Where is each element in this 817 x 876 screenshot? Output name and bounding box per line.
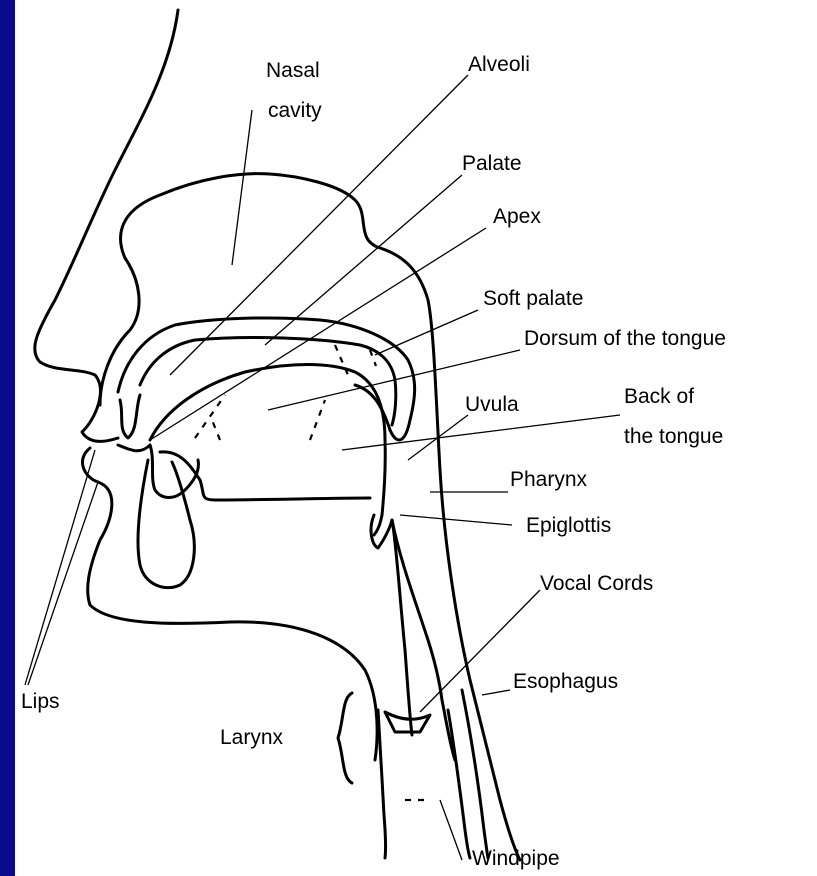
sublingual-gland-outline [138,460,194,588]
label-back-of-tongue-line1: Back of [624,385,694,409]
upper-teeth-outline [120,395,140,438]
leader-nasal-cavity [232,110,252,265]
leader-windpipe [440,800,462,860]
label-uvula: Uvula [465,393,519,417]
label-larynx: Larynx [220,726,283,750]
label-lips: Lips [21,690,60,714]
label-epiglottis: Epiglottis [526,514,611,538]
tongue-division-blade [212,420,220,440]
diagram-canvas: Nasal cavity Alveoli Palate Apex Soft pa… [15,0,817,876]
label-dorsum: Dorsum of the tongue [524,327,726,351]
face-profile-outline [35,10,178,441]
label-nasal-cavity-line1: Nasal [266,59,320,83]
leader-esophagus [482,690,510,695]
chin-outline [82,448,377,760]
windpipe-front-outline [378,710,386,858]
label-nasal-cavity-line2: cavity [268,99,322,123]
leader-soft-palate [375,310,478,355]
label-windpipe: Windpipe [472,847,560,871]
windpipe-back-outline [448,710,470,858]
leader-palate [265,175,462,345]
label-pharynx: Pharynx [510,468,587,492]
tongue-division-dorsum [310,400,325,440]
mouth-floor-outline [160,452,370,500]
label-palate: Palate [462,152,522,176]
leader-lips-upper [25,450,95,685]
label-vocal-cords: Vocal Cords [540,572,653,596]
label-alveoli: Alveoli [468,53,530,77]
label-back-of-tongue-line2: the tongue [624,425,723,449]
soft-palate-outline [140,338,396,425]
nasal-cavity-outline [100,174,520,860]
vocal-cords-outline [385,712,430,732]
lower-jaw-outline [118,445,198,498]
leader-epiglottis [400,515,512,525]
label-esophagus: Esophagus [513,670,618,694]
tongue-division-palate [335,345,348,375]
epiglottis-outline [371,515,412,735]
label-apex: Apex [493,205,541,229]
larynx-brace [338,693,352,783]
label-soft-palate: Soft palate [483,287,583,311]
